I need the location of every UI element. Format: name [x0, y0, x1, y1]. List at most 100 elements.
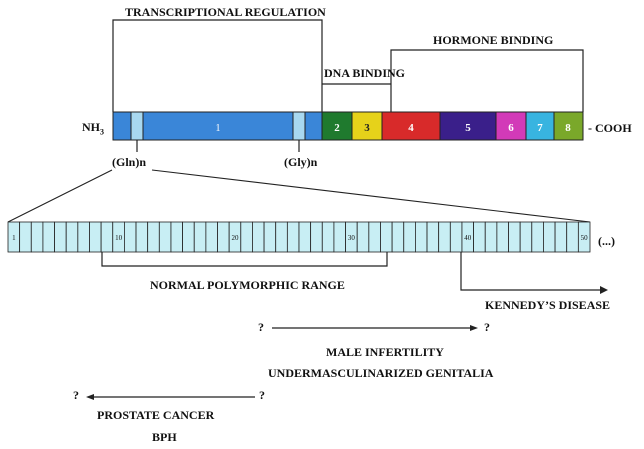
prostate-cancer-label: PROSTATE CANCER — [97, 408, 215, 422]
bph-label: BPH — [152, 430, 177, 444]
repeat-cell — [100, 221, 114, 253]
domain-6-label: 6 — [508, 122, 514, 134]
undermasculinarized-label: UNDERMASCULINARIZED GENITALIA — [268, 366, 494, 380]
hormone-binding-bracket — [390, 49, 584, 112]
domain-2-box — [321, 111, 353, 141]
repeat-cell — [519, 221, 533, 253]
repeat-cell — [426, 221, 440, 253]
repeat-cell — [449, 221, 463, 253]
domain-8-label: 8 — [565, 122, 571, 134]
repeat-number-label: 10 — [115, 234, 123, 242]
repeat-cell — [298, 221, 312, 253]
hormone-binding-label: HORMONE BINDING — [433, 33, 554, 47]
repeat-cell — [30, 221, 44, 253]
domain-5-box — [439, 111, 497, 141]
kennedy-disease-label: KENNEDY’S DISEASE — [485, 298, 611, 312]
repeat-cell — [65, 221, 79, 253]
repeat-cell — [403, 221, 416, 253]
repeat-cell — [263, 221, 277, 253]
kennedy-arrowhead — [600, 286, 608, 294]
repeat-cell — [42, 221, 55, 253]
repeat-cell — [310, 221, 323, 253]
repeat-cell — [508, 221, 521, 253]
zoom-line-left — [7, 169, 113, 223]
repeat-cell — [19, 221, 32, 253]
repeat-cell — [484, 221, 498, 253]
repeat-cell — [543, 221, 556, 253]
repeat-cell — [356, 221, 370, 253]
repeat-cell — [286, 221, 300, 253]
repeat-cell — [368, 221, 381, 253]
repeat-cell — [438, 221, 451, 253]
repeat-cell — [380, 221, 393, 253]
gly-label: (Gly)n — [284, 155, 318, 169]
ellipsis-label: (...) — [598, 234, 615, 248]
transcriptional-regulation-bracket — [112, 19, 323, 112]
repeat-cell — [124, 221, 137, 253]
prostate-start-question: ? — [259, 388, 265, 402]
repeat-cell — [170, 221, 184, 253]
normal-range-bracket — [101, 252, 388, 267]
protein-bar — [112, 111, 584, 141]
infertility-arrowhead — [470, 325, 478, 331]
gln-label: (Gln)n — [112, 155, 147, 169]
repeat-cell — [473, 221, 486, 253]
repeat-cell — [193, 221, 207, 253]
domain-5-label: 5 — [465, 122, 471, 134]
repeat-cell — [414, 221, 428, 253]
repeat-cell — [391, 221, 405, 253]
dna-binding-label: DNA BINDING — [324, 66, 406, 80]
hinge-segment — [304, 111, 323, 141]
domain-3-box — [351, 111, 383, 141]
domain-8-box — [553, 111, 584, 141]
domain-4-label: 4 — [408, 122, 414, 134]
infertility-start-question: ? — [258, 320, 264, 334]
repeat-cell — [240, 221, 253, 253]
transcriptional-regulation-label: TRANSCRIPTIONAL REGULATION — [125, 5, 326, 19]
repeat-number-label: 30 — [348, 234, 356, 242]
domain-1-label: 1 — [216, 123, 221, 134]
repeat-cell — [577, 221, 591, 253]
cooh-label: - COOH — [588, 121, 632, 135]
repeat-number-label: 1 — [12, 234, 16, 242]
repeat-cell — [566, 221, 579, 253]
nh3-label: NH3 — [82, 120, 104, 137]
male-infertility-label: MALE INFERTILITY — [326, 345, 444, 359]
domain-7-box — [525, 111, 555, 141]
zoom-line-right — [151, 169, 591, 223]
repeat-cell — [554, 221, 568, 253]
repeat-cell — [275, 221, 288, 253]
n-terminal-segment — [112, 111, 132, 141]
repeat-cell — [496, 221, 509, 253]
domain-2-label: 2 — [334, 122, 340, 134]
domain-4-box — [381, 111, 441, 141]
repeat-cell — [135, 221, 149, 253]
repeat-cell — [54, 221, 67, 253]
prostate-end-question: ? — [73, 388, 79, 402]
domain-3-label: 3 — [364, 122, 370, 134]
repeat-cell — [252, 221, 265, 253]
repeat-cell — [77, 221, 90, 253]
repeat-cell — [531, 221, 544, 253]
repeat-number-label: 40 — [464, 234, 472, 242]
repeat-cell — [205, 221, 218, 253]
repeat-cell — [217, 221, 230, 253]
infertility-end-question: ? — [484, 320, 490, 334]
repeat-cell — [321, 221, 335, 253]
repeat-cell — [158, 221, 172, 253]
domain-7-label: 7 — [537, 122, 543, 134]
normal-range-label: NORMAL POLYMORPHIC RANGE — [150, 278, 345, 292]
domain-6-box — [495, 111, 527, 141]
domain-1-box — [142, 111, 294, 141]
prostate-arrowhead — [86, 394, 94, 400]
repeat-cell — [333, 221, 346, 253]
repeat-cell — [89, 221, 102, 253]
repeat-cell — [147, 221, 160, 253]
repeat-cell — [182, 221, 195, 253]
kennedy-arrow-line — [460, 252, 600, 291]
gln-repeat-segment — [130, 111, 144, 141]
repeat-number-label: 50 — [581, 234, 589, 242]
nh3-subscript: 3 — [100, 127, 104, 137]
